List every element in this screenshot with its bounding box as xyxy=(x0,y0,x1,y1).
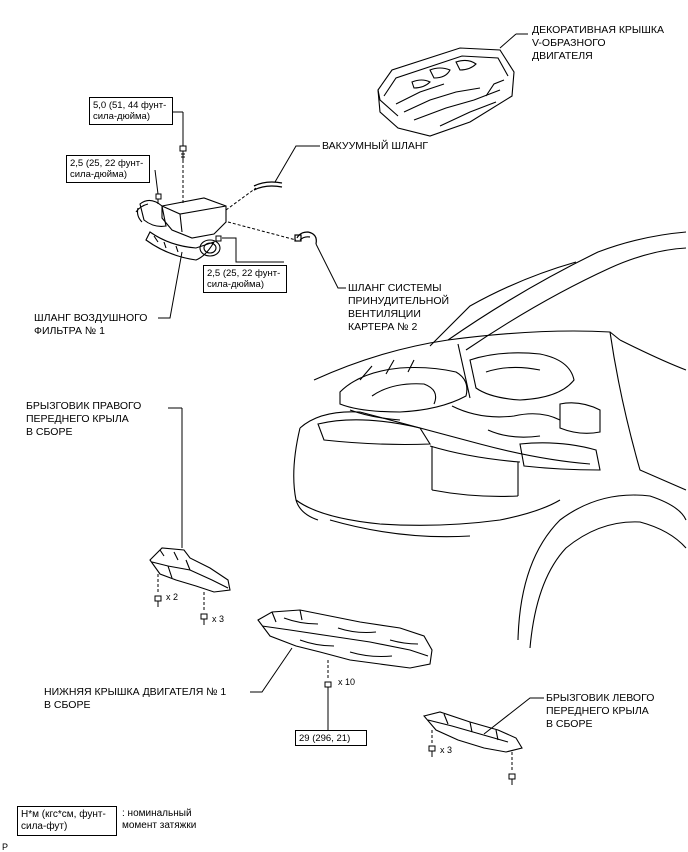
left-splash-bolt-a-icon xyxy=(428,745,436,757)
left-splash-bolt-b-icon xyxy=(508,773,516,785)
corner-mark: P xyxy=(2,842,9,852)
bolt-left-icon xyxy=(155,193,162,204)
right-splash-bolt-a-icon xyxy=(154,595,162,607)
torque-box-2: 2,5 (25, 22 фунт- сила-дюйма) xyxy=(66,155,150,183)
right-splash-bolts xyxy=(157,574,205,612)
ventilation-hose-illustration xyxy=(294,231,317,245)
legend-unit-box: Н*м (кгс*см, фунт- сила-фут) xyxy=(17,806,117,836)
torque-box-1: 5,0 (51, 44 фунт- сила-дюйма) xyxy=(89,97,173,125)
torque-box-4: 29 (296, 21) xyxy=(295,730,367,746)
bolt-clamp-icon xyxy=(215,235,222,242)
left-splash-leader xyxy=(483,697,544,735)
vacuum-hose-leader xyxy=(274,145,320,183)
bolt-top-icon xyxy=(179,145,187,160)
right-splash-bolt-b-icon xyxy=(200,613,208,625)
left-splash-illustration xyxy=(423,711,523,753)
torque2-leader xyxy=(154,169,159,195)
ventilation-hose-leader xyxy=(315,243,346,289)
car-front-illustration xyxy=(293,231,687,649)
qty-under-cover: x 10 xyxy=(338,677,356,687)
label-vacuum-hose: ВАКУУМНЫЙ ШЛАНГ xyxy=(322,140,429,152)
qty-left-splash: x 3 xyxy=(440,745,453,755)
under-cover-bolt-icon xyxy=(324,681,332,694)
air-filter-hose-illustration xyxy=(135,197,227,261)
dashed-connections xyxy=(182,160,297,241)
torque-box-3: 2,5 (25, 22 фунт- сила-дюйма) xyxy=(203,265,287,293)
qty-right-splash-a: x 2 xyxy=(166,592,179,602)
left-splash-bolts xyxy=(431,730,513,772)
engine-cover-illustration xyxy=(377,47,515,137)
torque3-leader xyxy=(222,237,284,263)
qty-right-splash-b: x 3 xyxy=(212,614,225,624)
under-cover-illustration xyxy=(257,609,433,669)
label-ventilation-hose: ШЛАНГ СИСТЕМЫ ПРИНУДИТЕЛЬНОЙ ВЕНТИЛЯЦИИ … xyxy=(348,282,450,333)
vacuum-hose-illustration xyxy=(253,181,283,191)
air-filter-leader xyxy=(158,251,183,319)
label-engine-under-cover: НИЖНЯЯ КРЫШКА ДВИГАТЕЛЯ № 1 В СБОРЕ xyxy=(44,686,227,711)
under-cover-leader xyxy=(250,647,293,693)
engine-cover-leader xyxy=(499,33,517,49)
label-left-fender-splash: БРЫЗГОВИК ЛЕВОГО ПЕРЕДНЕГО КРЫЛА В СБОРЕ xyxy=(546,692,655,730)
label-right-fender-splash: БРЫЗГОВИК ПРАВОГО ПЕРЕДНЕГО КРЫЛА В СБОР… xyxy=(26,400,142,438)
right-splash-illustration xyxy=(149,547,231,593)
label-air-filter-hose: ШЛАНГ ВОЗДУШНОГО ФИЛЬТРА № 1 xyxy=(34,312,148,337)
legend-description: : номинальный момент затяжки xyxy=(122,808,197,831)
label-engine-cover: ДЕКОРАТИВНАЯ КРЫШКА V-ОБРАЗНОГО ДВИГАТЕЛ… xyxy=(532,24,664,62)
